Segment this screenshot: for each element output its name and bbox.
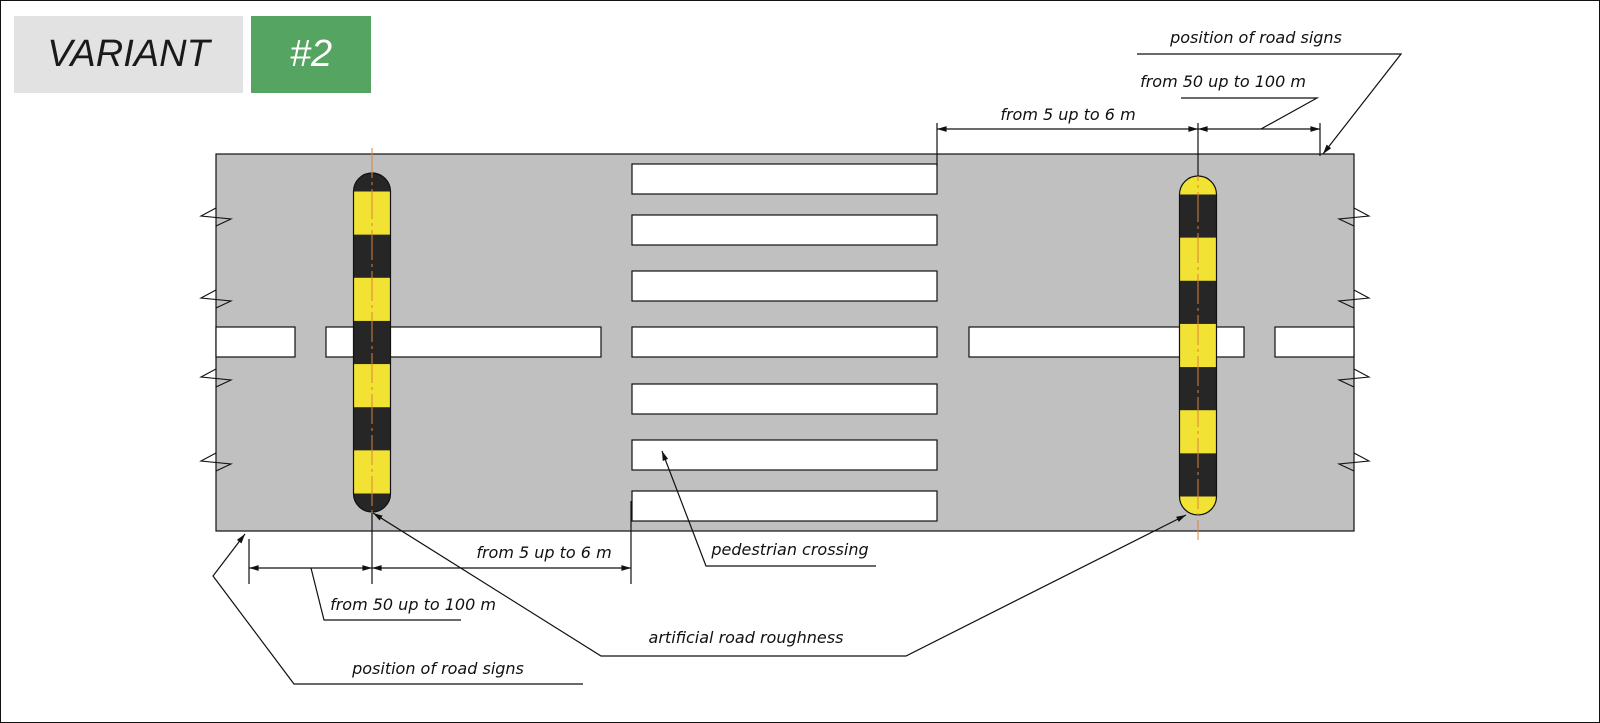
- variant-label: VARIANT: [14, 16, 243, 93]
- road-roughness-label: artificial road roughness: [649, 628, 844, 647]
- crossing-stripe: [631, 163, 938, 195]
- bottom-50-100-label: from 50 up to 100 m: [330, 595, 496, 614]
- break-mark-left: [199, 368, 234, 388]
- crossing-stripe: [631, 270, 938, 302]
- break-mark-left: [199, 452, 234, 472]
- bottom-5-6-label: from 5 up to 6 m: [476, 543, 611, 562]
- variant-number: #2: [251, 16, 371, 93]
- crossing-stripe: [631, 490, 938, 522]
- center-line-dash: [215, 326, 296, 358]
- break-mark-right: [1336, 289, 1371, 309]
- speed-bumps: [352, 148, 1218, 540]
- top-road-signs-label: position of road signs: [1169, 28, 1342, 47]
- speed-bump: [1178, 151, 1218, 540]
- crossing-stripe: [631, 326, 938, 358]
- top-5-6-label: from 5 up to 6 m: [1000, 105, 1135, 124]
- break-mark-left: [199, 207, 234, 227]
- pedestrian-crossing-stripes: [631, 163, 938, 522]
- break-mark-right: [1336, 207, 1371, 227]
- speed-bump: [352, 148, 392, 537]
- crossing-stripe: [631, 383, 938, 415]
- top-50-100-label: from 50 up to 100 m: [1140, 72, 1306, 91]
- bottom-dimensions: from 5 up to 6 m from 50 up to 100 m pos…: [212, 450, 1187, 685]
- center-line-dash: [1274, 326, 1355, 358]
- break-marks: [199, 207, 1371, 472]
- crossing-stripe: [631, 439, 938, 471]
- crossing-stripe: [631, 214, 938, 246]
- break-mark-left: [199, 289, 234, 309]
- break-mark-right: [1336, 368, 1371, 388]
- break-mark-right: [1336, 452, 1371, 472]
- bottom-road-signs-label: position of road signs: [351, 659, 524, 678]
- pedestrian-crossing-label: pedestrian crossing: [710, 540, 868, 559]
- top-dimensions: from 5 up to 6 m from 50 up to 100 m pos…: [936, 28, 1403, 176]
